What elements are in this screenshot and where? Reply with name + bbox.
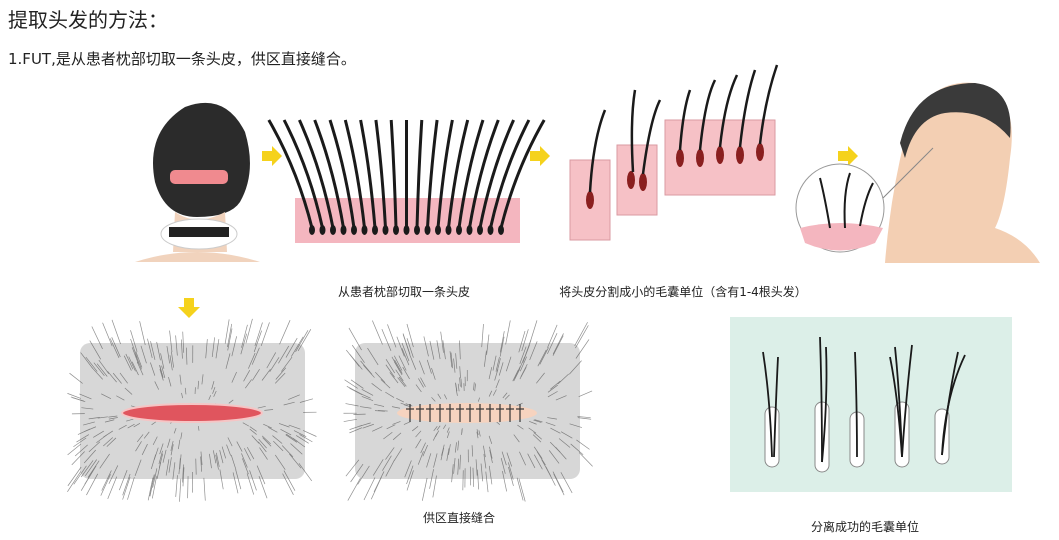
page-title: 提取头发的方法： [8,4,168,33]
caption-units: 分离成功的毛囊单位 [811,518,919,535]
suture-illustration [355,343,580,479]
scalp-strip-illustration [290,110,525,250]
caption-suture: 供区直接缝合 [423,509,495,526]
arrow-down-icon [178,298,200,318]
head-back-illustration [135,92,260,262]
arrow-right-icon [262,146,282,166]
caption-split: 将头皮分割成小的毛囊单位（含有1-4根头发） [559,283,807,300]
caption-strip: 从患者枕部切取一条头皮 [338,283,470,300]
face-illustration [795,78,1040,263]
follicular-units-illustration [730,317,1012,492]
wound-illustration [80,343,305,479]
arrow-right-icon [530,146,550,166]
page-subtitle: 1.FUT,是从患者枕部切取一条头皮，供区直接缝合。 [8,48,356,69]
follicle-blocks-illustration [565,60,785,250]
